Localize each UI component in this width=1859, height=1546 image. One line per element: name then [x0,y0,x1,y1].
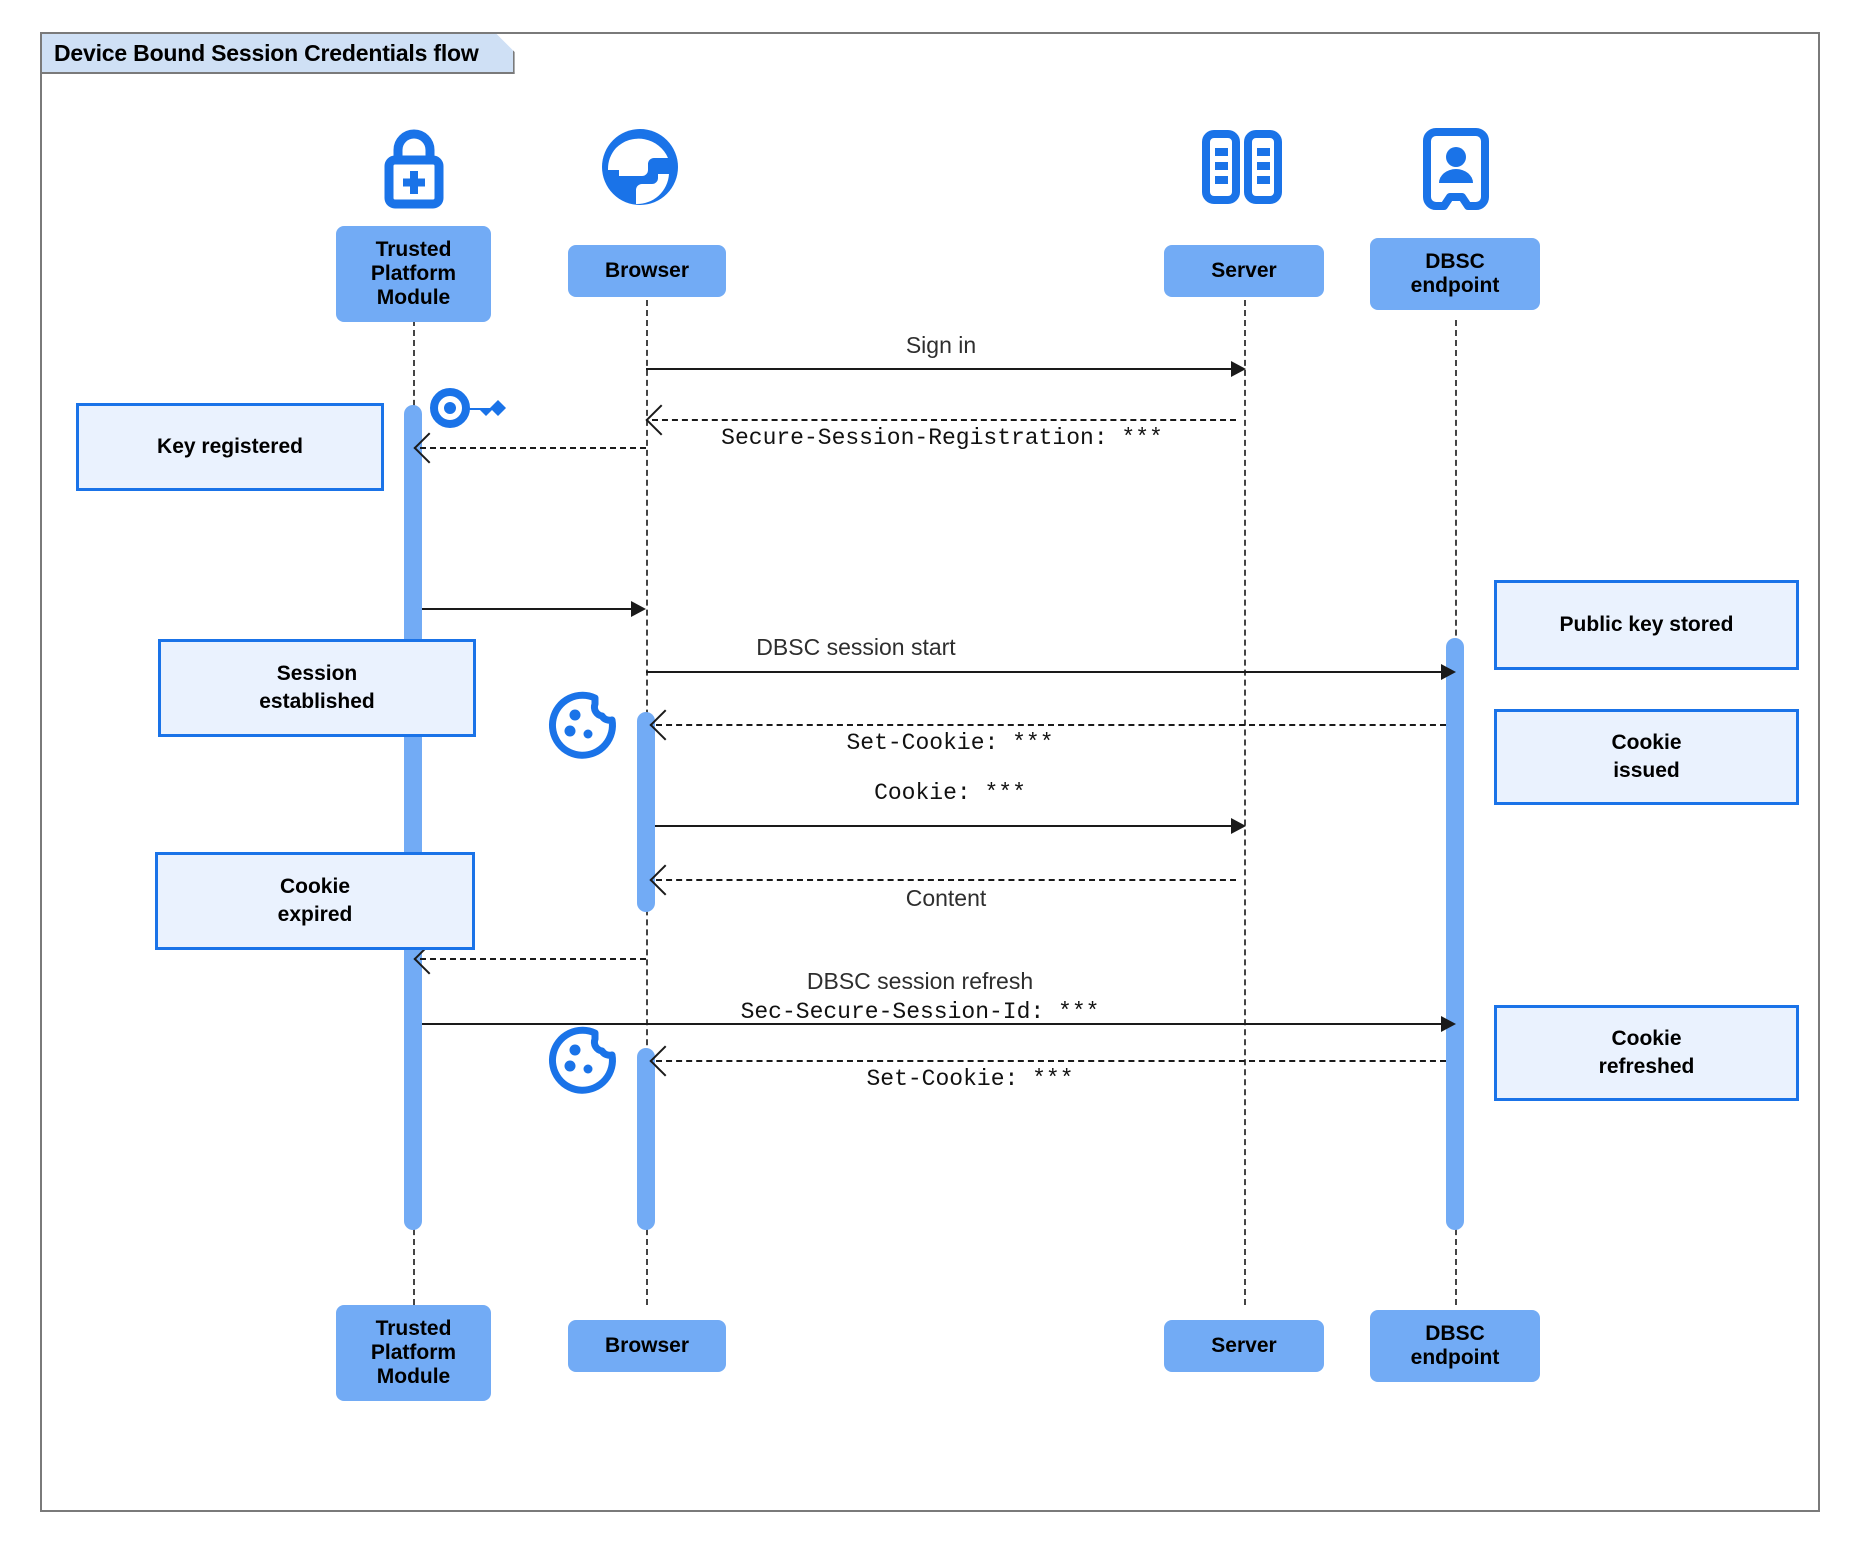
lifeline-server [1244,280,1246,1305]
message-line-set-cookie-2 [656,1060,1446,1062]
participant-header-browser[interactable]: Browser [568,245,726,297]
note-text: Public key stored [1559,612,1734,636]
key-icon [428,382,508,443]
lock-plus-icon [372,126,456,217]
note-session-established: Session established [158,639,476,737]
arrowhead-dbsc-session-start [1441,664,1456,680]
message-label-sec-secure-session-id: Sec-Secure-Session-Id: *** [740,999,1100,1025]
server-rack-icon [1196,128,1288,211]
note-public-key-stored: Public key stored [1494,580,1799,670]
activation-bar-browser-1 [637,712,655,912]
activation-bar-dbsc [1446,638,1464,1230]
arrowhead-dbsc-session-refresh [1441,1016,1456,1032]
note-key-registered: Key registered [76,403,384,491]
message-label-secure-session-registration: Secure-Session-Registration: *** [721,425,1163,451]
note-cookie-issued: Cookie issued [1494,709,1799,805]
note-text: Cookie expired [277,874,353,926]
id-badge-icon [1422,128,1490,215]
participant-label: Browser [604,1333,690,1357]
message-line-set-cookie-1 [656,724,1446,726]
participant-header-dbsc[interactable]: DBSC endpoint [1370,238,1540,310]
message-line-content [656,879,1236,881]
message-label-cookie-request: Cookie: *** [874,780,1026,806]
message-line-browser-to-tpm-register [420,447,646,449]
message-label-content: Content [905,885,987,911]
note-text: Cookie issued [1611,730,1682,782]
globe-icon [597,124,683,215]
participant-label: Browser [604,258,690,282]
cookie-icon [548,689,620,766]
message-label-set-cookie-1: Set-Cookie: *** [846,730,1054,756]
note-text: Key registered [157,434,303,458]
participant-footer-dbsc[interactable]: DBSC endpoint [1370,1310,1540,1382]
participant-footer-browser[interactable]: Browser [568,1320,726,1372]
participant-footer-tpm[interactable]: Trusted Platform Module [336,1305,491,1401]
message-line-tpm-to-browser-key [422,608,636,610]
participant-label: Trusted Platform Module [370,1316,457,1389]
participant-label: Server [1211,1333,1277,1357]
participant-header-server[interactable]: Server [1164,245,1324,297]
participant-label: DBSC endpoint [1410,1321,1500,1369]
message-label-dbsc-session-refresh: DBSC session refresh [806,968,1034,994]
message-label-dbsc-session-start: DBSC session start [756,634,956,660]
message-label-sign-in: Sign in [905,332,977,358]
note-text: Session established [259,661,375,713]
participant-footer-server[interactable]: Server [1164,1320,1324,1372]
arrowhead-sign-in [1231,361,1246,377]
message-line-dbsc-session-refresh [422,1023,1446,1025]
activation-bar-tpm [404,405,422,1230]
note-cookie-expired: Cookie expired [155,852,475,950]
cookie-icon [548,1024,620,1101]
participant-label: DBSC endpoint [1410,249,1500,297]
activation-bar-browser-2 [637,1048,655,1230]
participant-label: Trusted Platform Module [370,237,457,310]
arrowhead-tpm-to-browser-key [631,601,646,617]
participant-header-tpm[interactable]: Trusted Platform Module [336,226,491,322]
message-line-browser-to-tpm-refresh [420,958,646,960]
message-line-secure-session-registration [652,419,1236,421]
note-cookie-refreshed: Cookie refreshed [1494,1005,1799,1101]
message-line-cookie-request [655,825,1236,827]
participant-label: Server [1211,258,1277,282]
message-line-sign-in [646,368,1236,370]
message-label-set-cookie-2: Set-Cookie: *** [866,1066,1074,1092]
arrowhead-cookie-request [1231,818,1246,834]
note-text: Cookie refreshed [1598,1026,1695,1078]
message-line-dbsc-session-start [646,671,1446,673]
diagram-title: Device Bound Session Credentials flow [42,34,515,74]
